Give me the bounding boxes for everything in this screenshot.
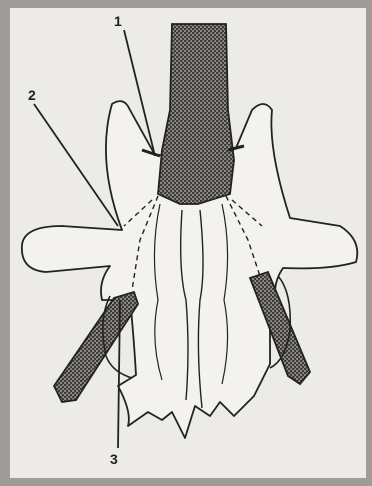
label-2: 2 [28,87,36,103]
label-3: 3 [110,451,118,467]
label-1: 1 [114,13,122,29]
